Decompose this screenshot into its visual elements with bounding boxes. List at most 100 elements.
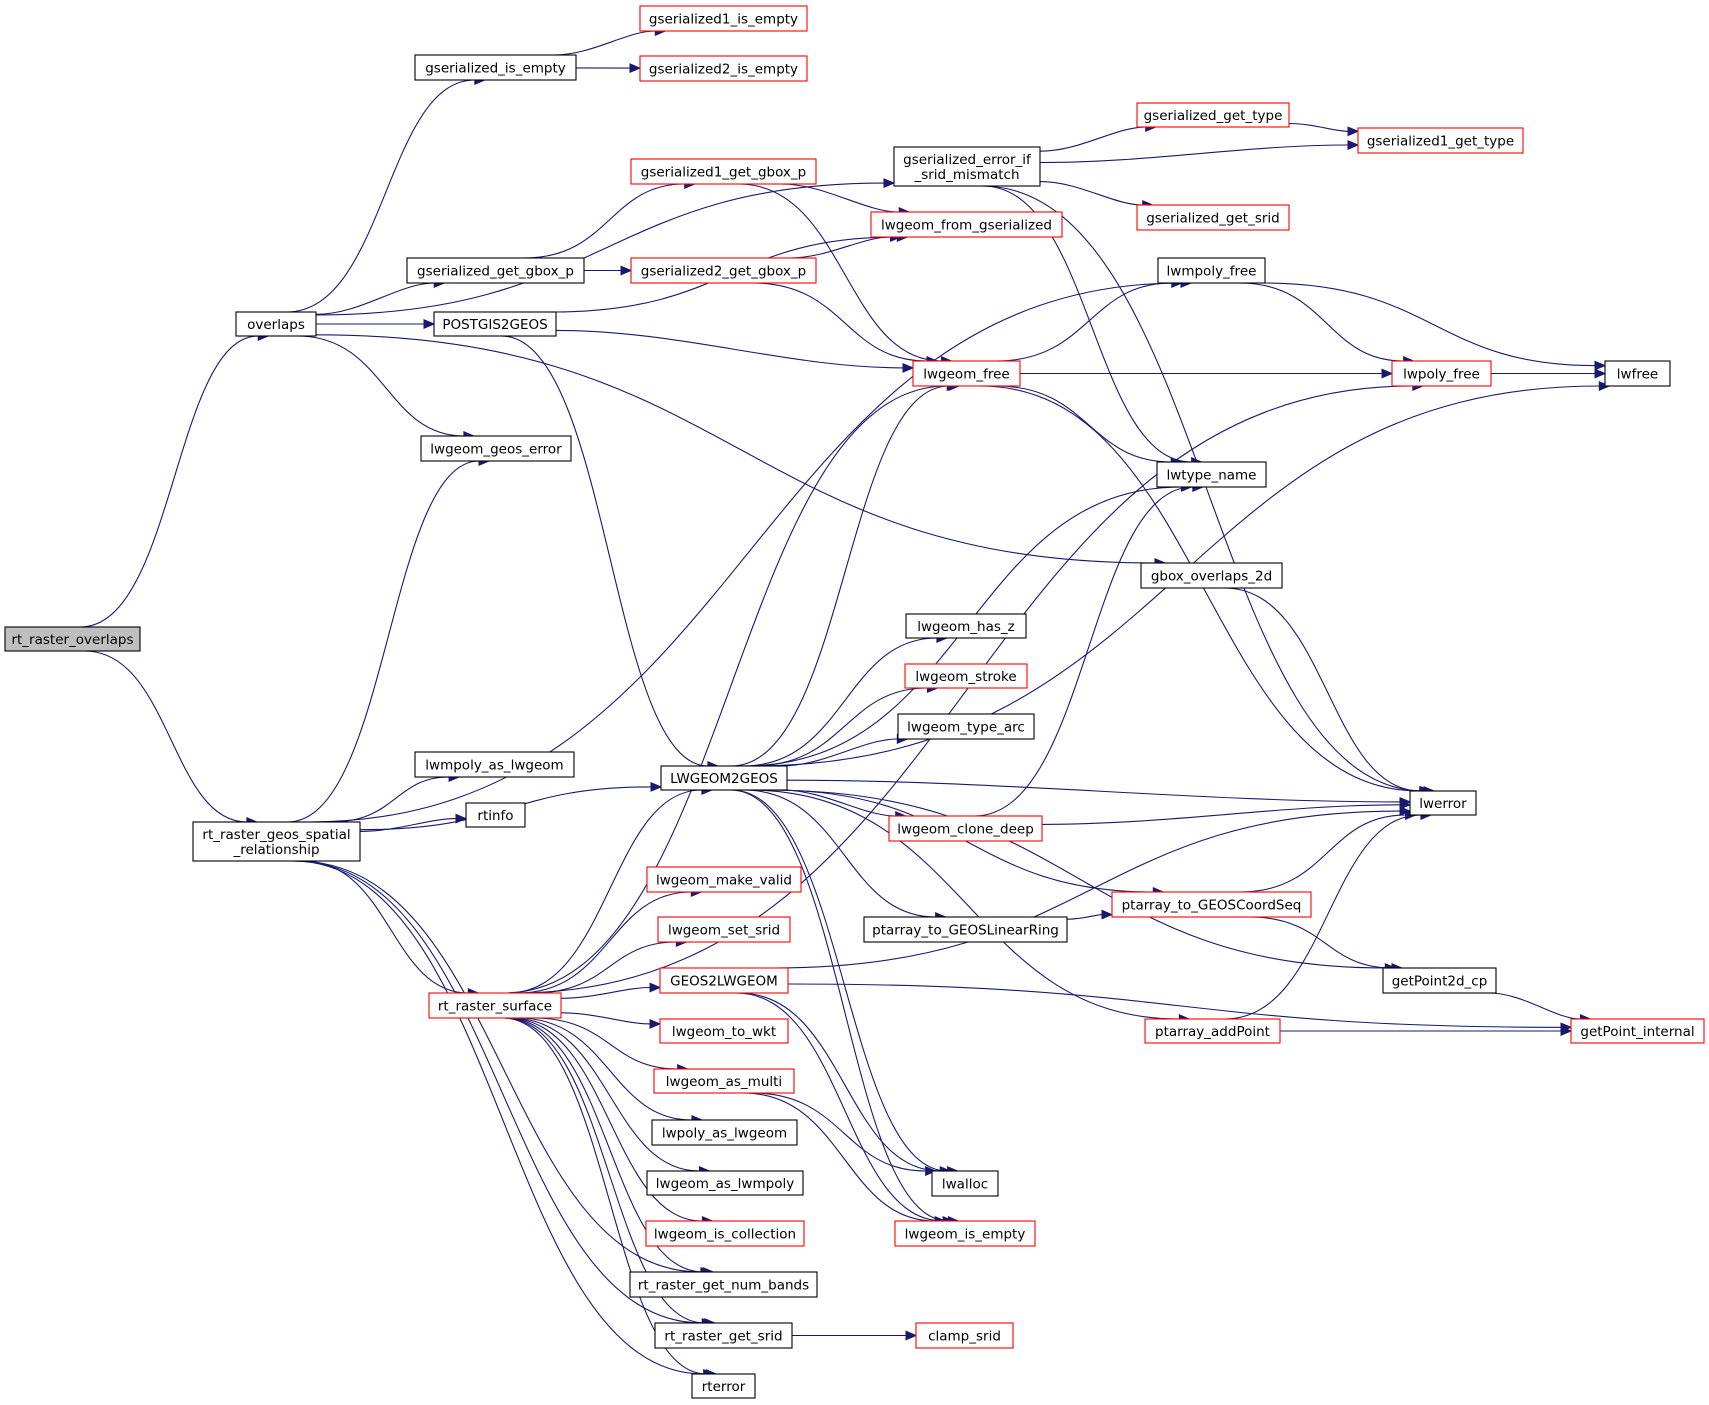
node-label: overlaps <box>247 317 305 333</box>
node-overlaps[interactable]: overlaps <box>235 311 317 337</box>
node-lwgeom-to-wkt[interactable]: lwgeom_to_wkt <box>659 1018 789 1044</box>
node-box <box>691 1373 756 1399</box>
node-postgis2geos[interactable]: POSTGIS2GEOS <box>433 311 557 337</box>
node-label: gserialized1_get_type <box>1367 133 1514 149</box>
node-lwgeom-free[interactable]: lwgeom_free <box>912 360 1021 387</box>
node-getpoint-internal[interactable]: getPoint_internal <box>1570 1018 1705 1044</box>
node-lwalloc[interactable]: lwalloc <box>931 1170 999 1197</box>
edge-rt_raster_surface-to-rterror <box>502 1017 707 1375</box>
node-label: lwgeom_set_srid <box>668 922 780 938</box>
node-ptarray-to-geoscoordseq[interactable]: ptarray_to_GEOSCoordSeq <box>1111 891 1312 918</box>
node-label: lwerror <box>1419 796 1467 812</box>
node-lwgeom-from-gserialized[interactable]: lwgeom_from_gserialized <box>870 211 1063 238</box>
node-box <box>630 158 817 185</box>
node-box <box>1156 461 1267 488</box>
edge-POSTGIS2GEOS-to-lwgeom_free <box>555 329 904 369</box>
node-box <box>428 992 562 1019</box>
node-rt-raster-surface[interactable]: rt_raster_surface <box>428 992 562 1019</box>
node-box <box>1409 790 1477 816</box>
node-lwerror[interactable]: lwerror <box>1409 790 1477 816</box>
node-lwpoly-as-lwgeom[interactable]: lwpoly_as_lwgeom <box>651 1119 798 1146</box>
node-lwmpoly-as-lwgeom[interactable]: lwmpoly_as_lwgeom <box>414 751 575 778</box>
node-lwgeom-type-arc[interactable]: lwgeom_type_arc <box>897 713 1035 740</box>
node-lwgeom-stroke[interactable]: lwgeom_stroke <box>904 663 1028 689</box>
node-gserialized-error-if-srid-mismatch[interactable]: gserialized_error_if_srid_mismatch <box>893 146 1041 187</box>
node-lwfree[interactable]: lwfree <box>1604 360 1671 387</box>
edge-overlaps-to-gserialized_is_empty <box>286 79 475 313</box>
node-label: lwgeom_as_lwmpoly <box>656 1176 794 1192</box>
edge-LWGEOM2GEOS-to-lwalloc <box>731 789 948 1172</box>
node-getpoint2d-cp[interactable]: getPoint2d_cp <box>1382 967 1497 994</box>
edge-rt_raster_surface-to-GEOS2LWGEOM <box>560 986 651 999</box>
node-box <box>888 815 1043 842</box>
node-box <box>659 967 789 994</box>
node-box <box>465 802 526 828</box>
node-label: rterror <box>702 1379 746 1395</box>
node-lwgeom-is-empty[interactable]: lwgeom_is_empty <box>894 1220 1036 1247</box>
edge-LWGEOM2GEOS-to-lwgeom_stroke <box>752 687 928 767</box>
node-box <box>894 1220 1036 1247</box>
node-box <box>660 765 788 791</box>
node-lwgeom-make-valid[interactable]: lwgeom_make_valid <box>646 866 802 893</box>
node-box <box>406 257 585 284</box>
node-box <box>904 663 1028 689</box>
node-label: lwgeom_from_gserialized <box>881 217 1052 233</box>
edge-rt_raster_geos_spatial_relationship-to-lwmpoly_free <box>308 282 1182 823</box>
node-lwgeom-geos-error[interactable]: lwgeom_geos_error <box>420 435 572 462</box>
edge-arrowhead-rt_raster_get_srid-to-clamp_srid <box>905 1330 918 1341</box>
node-label: lwmpoly_as_lwgeom <box>425 757 563 773</box>
node-label: lwfree <box>1617 366 1658 382</box>
node-rterror[interactable]: rterror <box>691 1373 756 1399</box>
node-gserialized1-get-type[interactable]: gserialized1_get_type <box>1357 127 1524 154</box>
node-ptarray-addpoint[interactable]: ptarray_addPoint <box>1144 1018 1281 1044</box>
node-label: lwpoly_free <box>1403 366 1480 382</box>
node-gserialized2-is-empty[interactable]: gserialized2_is_empty <box>639 55 808 82</box>
node-geos2lwgeom[interactable]: GEOS2LWGEOM <box>659 967 789 994</box>
node-lwtype-name[interactable]: lwtype_name <box>1156 461 1267 488</box>
node-gserialized1-get-gbox-p[interactable]: gserialized1_get_gbox_p <box>630 158 817 185</box>
node-rt-raster-get-num-bands[interactable]: rt_raster_get_num_bands <box>629 1271 818 1298</box>
edge-gserialized2_get_gbox_p-to-lwgeom_free <box>752 282 928 362</box>
edge-lwmpoly_free-to-lwpoly_free <box>1239 282 1404 362</box>
edge-arrowhead-POSTGIS2GEOS-to-lwgeom_free <box>902 362 915 373</box>
node-box <box>1140 562 1283 589</box>
node-label: gserialized2_is_empty <box>649 61 798 77</box>
node-lwgeom-clone-deep[interactable]: lwgeom_clone_deep <box>888 815 1043 842</box>
node-box <box>433 311 557 337</box>
node-box <box>893 146 1041 187</box>
node-gserialized-is-empty[interactable]: gserialized_is_empty <box>414 54 577 81</box>
node-lwmpoly-free[interactable]: lwmpoly_free <box>1157 257 1266 284</box>
edge-arrowhead-gserialized_get_type-to-gserialized1_get_type <box>1347 126 1360 137</box>
node-clamp-srid[interactable]: clamp_srid <box>915 1322 1014 1349</box>
edge-rt_raster_surface-to-lwgeom_as_lwmpoly <box>511 1017 700 1172</box>
node-gserialized-get-srid[interactable]: gserialized_get_srid <box>1136 204 1290 231</box>
edge-arrowhead-rt_raster_surface-to-GEOS2LWGEOM <box>649 982 662 993</box>
node-box <box>897 713 1035 740</box>
node-gserialized-get-type[interactable]: gserialized_get_type <box>1136 102 1290 128</box>
node-rt-raster-get-srid[interactable]: rt_raster_get_srid <box>654 1322 793 1349</box>
node-label: lwgeom_type_arc <box>907 719 1025 735</box>
node-lwgeom-as-multi[interactable]: lwgeom_as_multi <box>653 1068 795 1094</box>
node-lwgeom-has-z[interactable]: lwgeom_has_z <box>905 613 1027 639</box>
node-lwgeom-as-lwmpoly[interactable]: lwgeom_as_lwmpoly <box>646 1170 804 1196</box>
node-label: gserialized_get_srid <box>1146 210 1280 226</box>
node-gserialized-get-gbox-p[interactable]: gserialized_get_gbox_p <box>406 257 585 284</box>
node-box <box>912 360 1021 387</box>
node-gserialized1-is-empty[interactable]: gserialized1_is_empty <box>639 5 808 32</box>
node-gbox-overlaps-2d[interactable]: gbox_overlaps_2d <box>1140 562 1283 589</box>
edge-overlaps-to-gserialized_error_if_srid_mismatch <box>315 182 885 316</box>
node-lwpoly-free[interactable]: lwpoly_free <box>1391 360 1492 387</box>
node-ptarray-to-geoslinearring[interactable]: ptarray_to_GEOSLinearRing <box>863 916 1068 943</box>
node-rt-raster-geos-spatial-relationship[interactable]: rt_raster_geos_spatial_relationship <box>192 821 361 862</box>
node-label: lwgeom_is_empty <box>905 1226 1026 1242</box>
node-box <box>420 435 572 462</box>
node-label: rt_raster_get_srid <box>664 1328 782 1344</box>
edge-rt_raster_geos_spatial_relationship-to-rtinfo <box>359 818 457 832</box>
node-lwgeom-is-collection[interactable]: lwgeom_is_collection <box>645 1220 805 1247</box>
node-lwgeom2geos[interactable]: LWGEOM2GEOS <box>660 765 788 791</box>
node-box <box>646 866 802 893</box>
edge-arrowhead-overlaps-to-gserialized_error_if_srid_mismatch <box>883 178 896 189</box>
node-lwgeom-set-srid[interactable]: lwgeom_set_srid <box>657 916 791 943</box>
node-gserialized2-get-gbox-p[interactable]: gserialized2_get_gbox_p <box>630 257 817 284</box>
node-rtinfo[interactable]: rtinfo <box>465 802 526 828</box>
